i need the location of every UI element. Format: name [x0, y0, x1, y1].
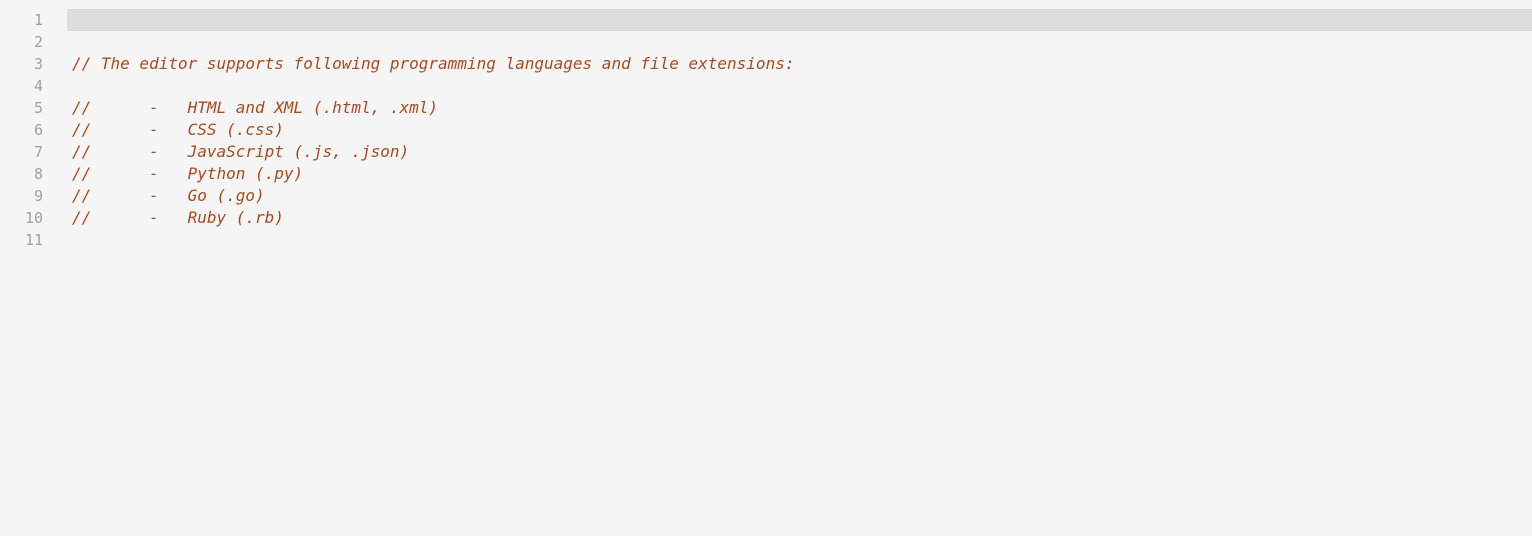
line-number: 9	[33, 187, 43, 205]
code-line[interactable]: // - CSS (.css)	[67, 119, 1532, 141]
code-line[interactable]: // - JavaScript (.js, .json)	[67, 141, 1532, 163]
line-number: 3	[33, 55, 43, 73]
line-number: 7	[33, 143, 43, 161]
line-number: 1	[33, 11, 43, 29]
comment-text: // The editor supports following program…	[72, 54, 795, 73]
comment-text: // - Python (.py)	[72, 164, 304, 183]
line-number: 5	[33, 99, 43, 117]
code-line-active[interactable]	[67, 9, 1532, 31]
line-number-gutter: 1 2 3 4 5 6 7 8 9 10 11	[0, 9, 48, 251]
code-area[interactable]: // The editor supports following program…	[67, 9, 1532, 251]
line-number: 6	[33, 121, 43, 139]
code-line[interactable]: // - HTML and XML (.html, .xml)	[67, 97, 1532, 119]
code-line[interactable]: // The editor supports following program…	[67, 53, 1532, 75]
code-line[interactable]: // - Python (.py)	[67, 163, 1532, 185]
comment-text: // - Ruby (.rb)	[72, 208, 284, 227]
line-number: 10	[24, 209, 43, 227]
line-number: 2	[33, 33, 43, 51]
line-number: 11	[24, 231, 43, 249]
comment-text: // - Go (.go)	[72, 186, 265, 205]
code-line[interactable]	[67, 75, 1532, 97]
comment-text: // - HTML and XML (.html, .xml)	[72, 98, 439, 117]
code-line[interactable]: // - Ruby (.rb)	[67, 207, 1532, 229]
code-line[interactable]	[67, 31, 1532, 53]
code-line[interactable]: // - Go (.go)	[67, 185, 1532, 207]
code-line[interactable]	[67, 229, 1532, 251]
line-number: 8	[33, 165, 43, 183]
line-number: 4	[33, 77, 43, 95]
comment-text: // - CSS (.css)	[72, 120, 284, 139]
comment-text: // - JavaScript (.js, .json)	[72, 142, 410, 161]
